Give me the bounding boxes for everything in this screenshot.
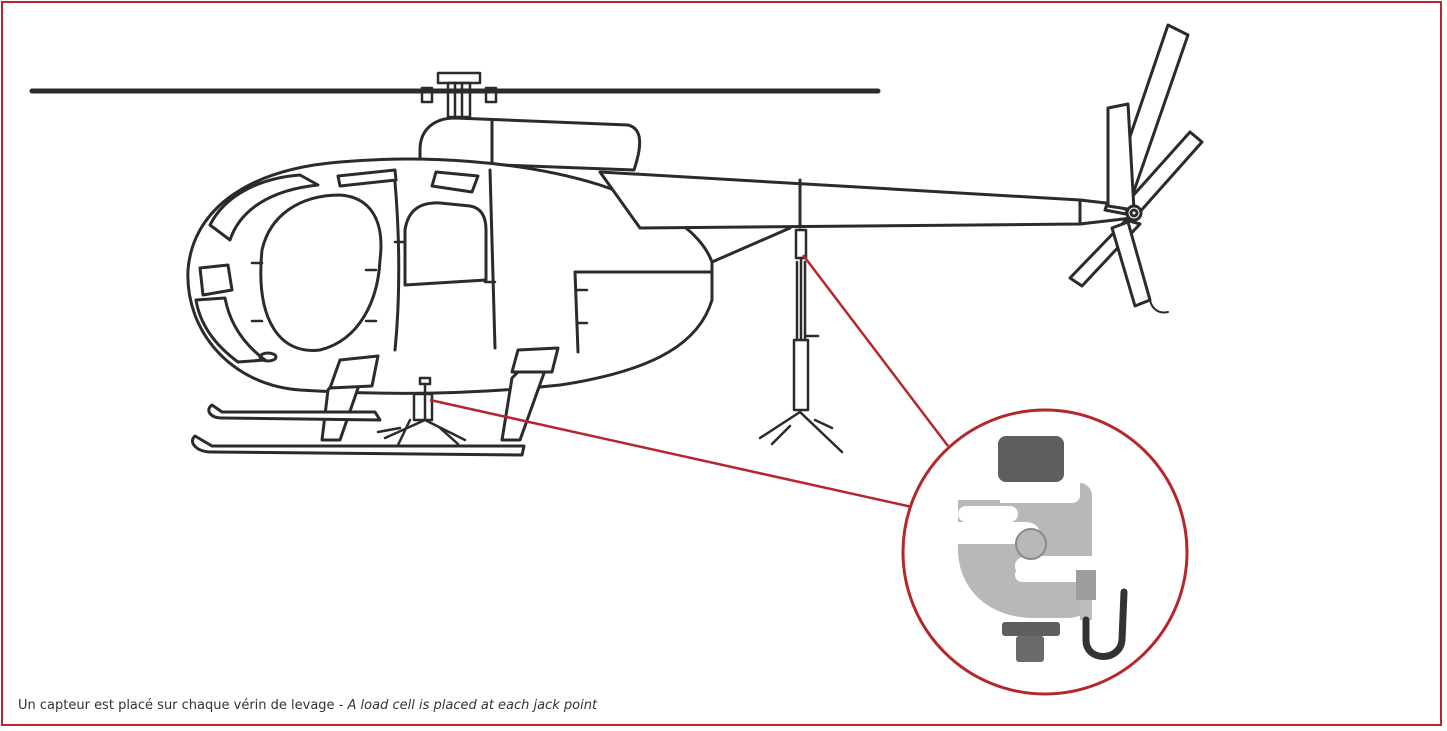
tail-jack-stand: [758, 228, 844, 454]
callout-line-front-jack: [429, 398, 913, 509]
front-jack-stand: [376, 376, 467, 447]
callout-lines: [429, 254, 949, 509]
load-cell-bottom-cap: [1002, 622, 1060, 636]
tail-boom: [598, 170, 1134, 230]
door-window: [403, 201, 488, 287]
skid-front: [190, 434, 526, 457]
engine-cowling: [418, 116, 642, 172]
caption-english: A load cell is placed at each jack point: [347, 698, 598, 713]
load-cell-detail: [901, 408, 1189, 696]
tail-rotor: [1068, 23, 1204, 314]
rotor-head: [420, 71, 498, 119]
front-window: [259, 193, 383, 352]
load-cell-top-cap: [998, 436, 1064, 482]
load-cell: [957, 436, 1128, 662]
caption-separator: -: [334, 698, 348, 713]
caption-french: Un capteur est placé sur chaque vérin de…: [18, 698, 335, 713]
skid-rear: [207, 403, 382, 422]
figure-caption: Un capteur est placé sur chaque vérin de…: [18, 698, 597, 713]
fuselage: [186, 157, 714, 395]
callout-line-tail-jack: [802, 254, 949, 447]
cable-connector: [1076, 570, 1096, 600]
load-cell-pivot: [1015, 528, 1047, 560]
load-cell-cable: [1082, 588, 1128, 660]
helicopter-illustration: [29, 23, 1204, 457]
